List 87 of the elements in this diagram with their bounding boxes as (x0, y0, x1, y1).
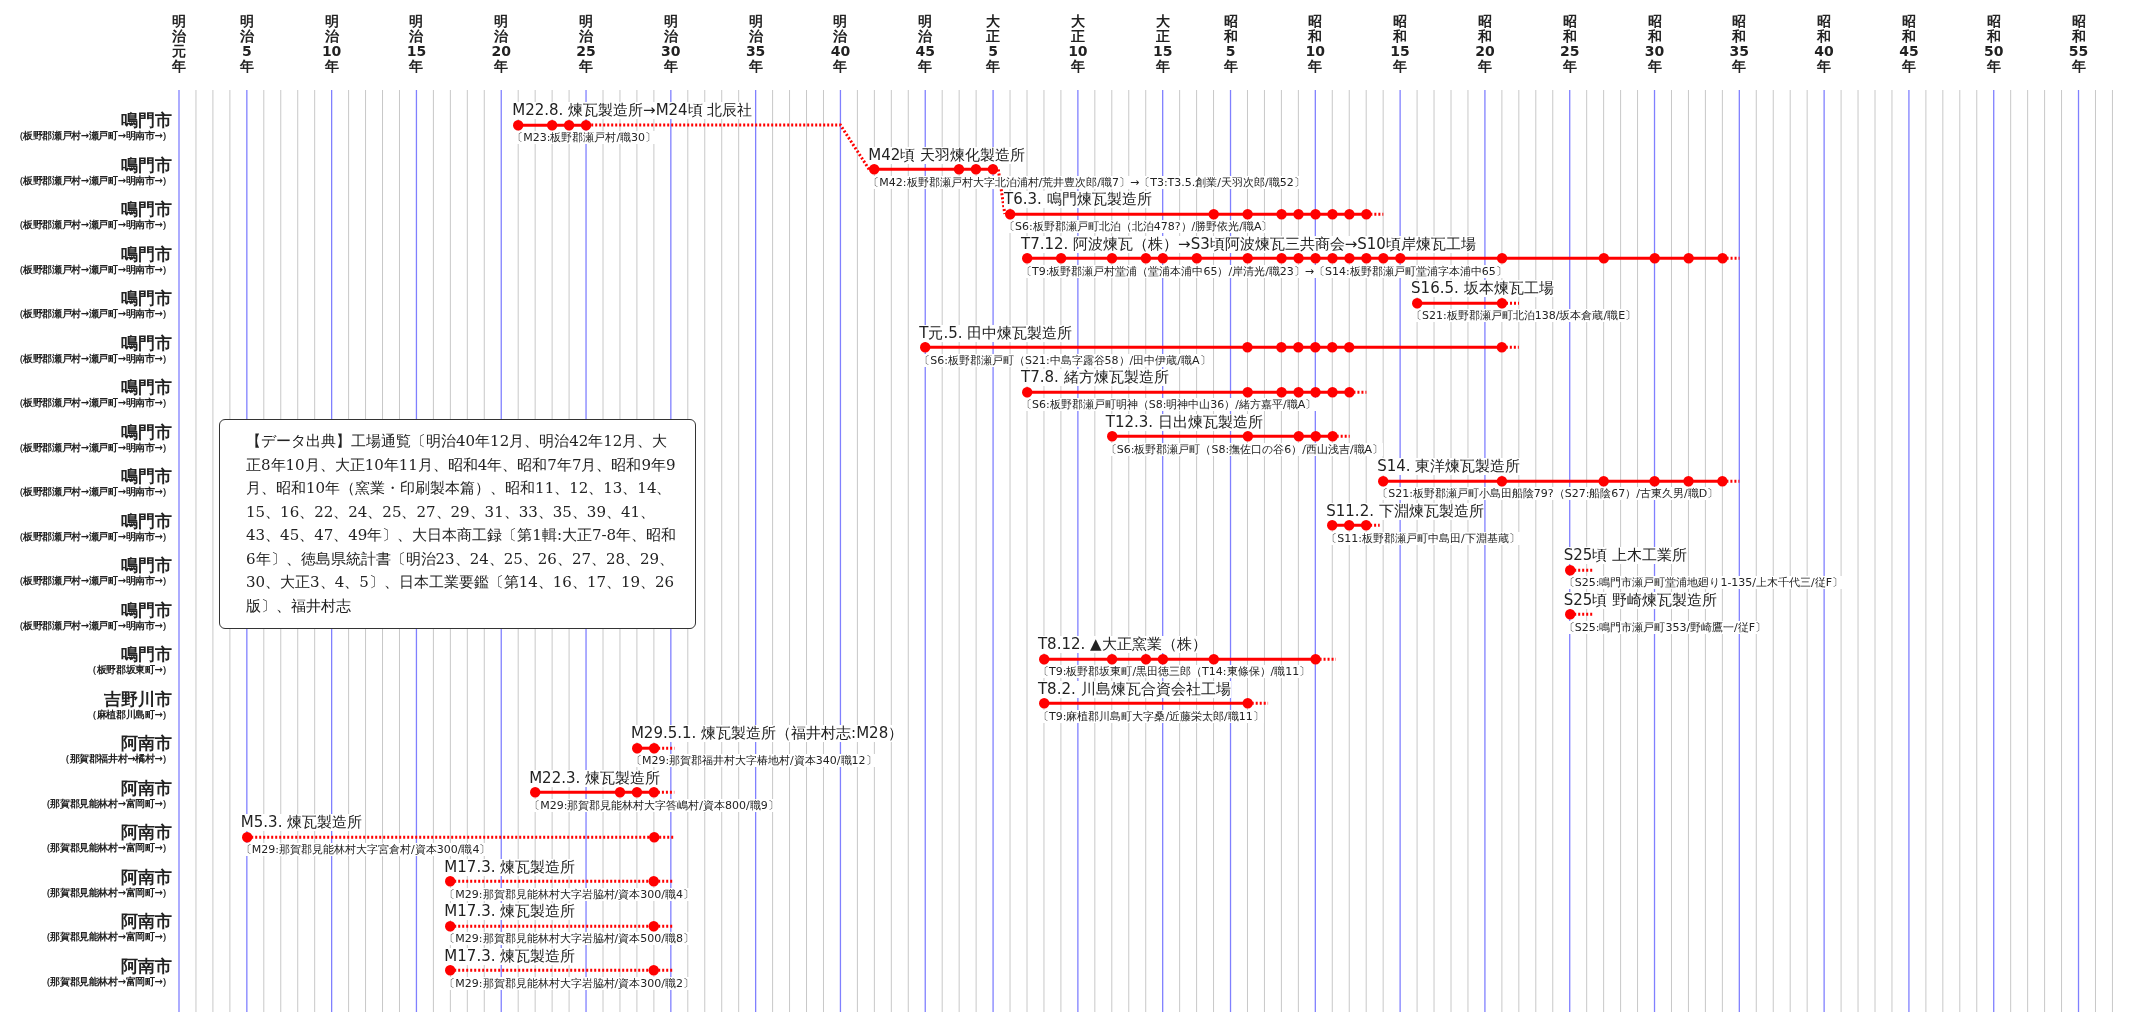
city-name: 阿南市 (121, 867, 172, 886)
city-name: 阿南市 (121, 734, 172, 752)
year-label: 昭和10年 (1304, 14, 1327, 74)
factory-name: S14. 東洋煉瓦製造所 (1377, 458, 1521, 475)
year-label: 明治元年 (171, 14, 187, 74)
district-history: （板野郡瀬戸村→瀬戸町→明南市→） (13, 441, 172, 453)
factory-name: S16.5. 坂本煉瓦工場 (1411, 280, 1554, 297)
year-label: 明治45年 (914, 14, 936, 74)
factory-name: M22.8. 煉瓦製造所→M24頃 北辰社 (512, 102, 753, 119)
year-label: 昭和20年 (1474, 14, 1496, 74)
city-name: 鳴門市 (121, 333, 172, 352)
city-name: 鳴門市 (121, 378, 172, 396)
district-history: （板野郡瀬戸村→瀬戸町→明南市→） (13, 308, 172, 319)
year-label: 明治5年 (238, 14, 255, 74)
city-name: 鳴門市 (121, 645, 172, 663)
city-name: 鳴門市 (121, 289, 172, 307)
district-history: （那賀郡見能林村→富岡町→） (40, 886, 172, 898)
timeline-bar (869, 164, 999, 175)
year-label: 明治25年 (575, 14, 597, 74)
district-history: （那賀郡見能林村→富岡町→） (40, 931, 172, 942)
district-history: （板野郡瀬戸村→瀬戸町→明南市→） (13, 397, 172, 408)
year-label: 昭和40年 (1813, 14, 1835, 74)
district-history: （板野郡瀬戸村→瀬戸町→明南市→） (13, 263, 172, 275)
factory-name: T6.3. 鳴門煉瓦製造所 (1004, 191, 1152, 208)
district-history: （板野郡瀬戸村→瀬戸町→明南市→） (13, 619, 172, 631)
factory-name: M17.3. 煉瓦製造所 (444, 947, 576, 965)
year-label: 明治20年 (490, 14, 512, 74)
city-name: 鳴門市 (121, 155, 172, 174)
district-history: （板野郡瀬戸村→瀬戸町→明南市→） (13, 486, 172, 497)
city-name: 鳴門市 (121, 111, 172, 129)
city-name: 阿南市 (121, 778, 172, 797)
factory-name: M17.3. 煉瓦製造所 (444, 903, 576, 920)
city-name: 鳴門市 (121, 600, 172, 619)
district-history: （那賀郡見能林村→富岡町→） (40, 797, 172, 809)
district-history: （板野郡瀬戸村→瀬戸町→明南市→） (13, 352, 172, 364)
city-name: 鳴門市 (121, 200, 172, 218)
city-name: 鳴門市 (121, 244, 172, 263)
district-history: （那賀郡見能林村→富岡町→） (40, 975, 172, 987)
district-history: （麻植郡川島町→） (87, 708, 172, 720)
factory-name: S11.2. 下淵煉瓦製造所 (1326, 502, 1484, 520)
factory-name: T7.12. 阿波煉瓦（株）→S3頃阿波煉瓦三共商会→S10頃岸煉瓦工場 (1021, 235, 1476, 253)
connector-line (591, 123, 871, 171)
city-name: 阿南市 (121, 823, 172, 841)
city-name: 鳴門市 (121, 556, 172, 574)
factory-name: M22.3. 煉瓦製造所 (529, 769, 661, 787)
factory-name: S25頃 上木工業所 (1563, 547, 1688, 564)
year-label: 大正5年 (985, 14, 1002, 74)
district-history: （板野郡瀬戸村→瀬戸町→明南市→） (13, 575, 172, 586)
year-label: 昭和30年 (1643, 14, 1666, 74)
year-label: 昭和25年 (1558, 14, 1581, 74)
district-history: （板野郡瀬戸村→瀬戸町→明南市→） (13, 174, 172, 186)
year-label: 昭和50年 (1982, 14, 2005, 74)
city-name: 吉野川市 (104, 689, 172, 708)
year-label: 大正10年 (1067, 14, 1089, 74)
year-label: 明治35年 (744, 14, 767, 74)
district-history: （板野郡坂東町→） (87, 664, 172, 675)
city-name: 鳴門市 (121, 467, 172, 485)
district-history: （板野郡瀬戸村→瀬戸町→明南市→） (13, 219, 172, 230)
factory-name: T8.2. 川島煉瓦合資会社工場 (1037, 680, 1231, 698)
factory-name: T元.5. 田中煉瓦製造所 (919, 324, 1073, 342)
timeline-bar (513, 119, 592, 131)
factory-name: M5.3. 煉瓦製造所 (240, 814, 363, 831)
year-label: 大正15年 (1151, 14, 1174, 74)
year-label: 明治15年 (405, 14, 428, 74)
year-label: 昭和35年 (1728, 14, 1751, 74)
year-label: 昭和15年 (1389, 14, 1411, 74)
year-label: 明治10年 (320, 14, 343, 74)
city-name: 鳴門市 (121, 511, 172, 530)
factory-name: T7.8. 緒方煉瓦製造所 (1021, 369, 1169, 386)
year-label: 昭和45年 (1898, 14, 1920, 74)
year-label: 昭和5年 (1222, 14, 1239, 74)
source-note: 【データ出典】工場通覧〔明治40年12月、明治42年12月、大正8年10月、大正10年11月、昭和4年、昭和7年7月、昭和9年9月、昭和10年（窯業・印刷製本篇）、昭和11、12、13、14、15、16、22、24、25、27、29、31、33、35、39、41、43、45、47、49年〕、大日本商工録〔第1輯:大正7-8年、昭和6年〕、徳島県統計書〔明治23、24、25、26、27、28、29、30、大正3、4、5〕、日本工業要鑑〔第14、16、17、19、26版〕、福井村志 (219, 419, 696, 629)
year-label: 明治40年 (829, 14, 852, 74)
district-history: （那賀郡福井村→橘村→） (60, 753, 172, 764)
district-history: （板野郡瀬戸村→瀬戸町→明南市→） (13, 530, 172, 542)
city-name: 阿南市 (121, 912, 172, 930)
district-history: （板野郡瀬戸村→瀬戸町→明南市→） (13, 130, 172, 141)
connector-line (996, 169, 1007, 215)
factory-name: M17.3. 煉瓦製造所 (444, 858, 576, 876)
factory-name: M42頃 天羽煉化製造所 (868, 146, 1026, 164)
year-label: 明治30年 (660, 14, 682, 74)
city-name: 鳴門市 (121, 422, 172, 441)
factory-name: T12.3. 日出煉瓦製造所 (1105, 413, 1263, 431)
factory-name: S25頃 野崎煉瓦製造所 (1563, 591, 1718, 609)
city-name: 阿南市 (121, 956, 172, 975)
year-label: 昭和55年 (2067, 14, 2090, 74)
district-history: （那賀郡見能林村→富岡町→） (40, 842, 172, 853)
